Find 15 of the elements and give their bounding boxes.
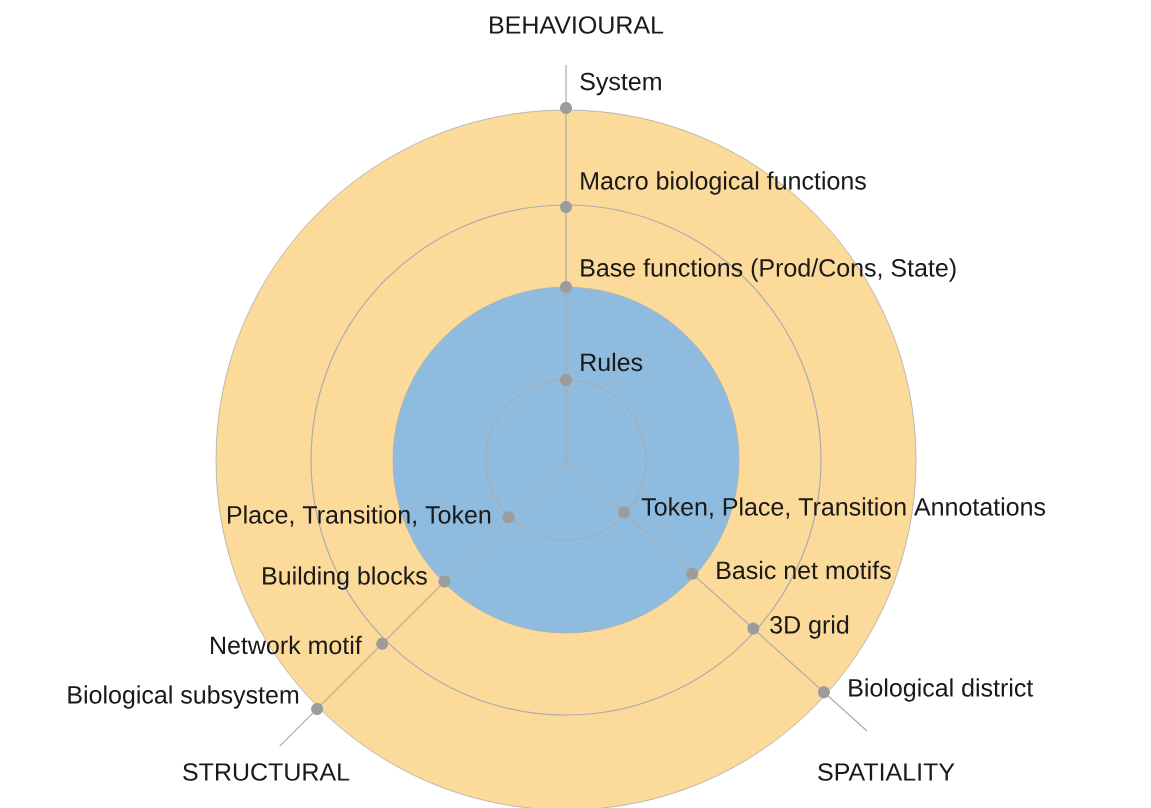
axis-label: System bbox=[580, 72, 661, 96]
axis-label: Building blocks bbox=[263, 566, 427, 590]
axis-label: Rules bbox=[581, 352, 643, 372]
axis-label: Biological district bbox=[849, 678, 1034, 702]
axis-label: SPATIALITY bbox=[818, 763, 955, 781]
axis-label: Network motif bbox=[211, 635, 362, 655]
axis-label: STRUCTURAL bbox=[183, 763, 350, 781]
axis-label: 3D grid bbox=[770, 615, 849, 639]
axis-label: BEHAVIOURAL bbox=[490, 16, 664, 34]
axis-label: Basic net motifs bbox=[717, 560, 891, 580]
axis-label: Biological subsystem bbox=[68, 685, 299, 709]
axis-label: Macro biological functions bbox=[581, 171, 866, 195]
axis-label: Base functions (Prod/Cons, State) bbox=[581, 258, 956, 282]
axis-label: Token, Place, Transition Annotations bbox=[641, 497, 1046, 519]
axis-label: Place, Transition, Token bbox=[228, 505, 491, 527]
